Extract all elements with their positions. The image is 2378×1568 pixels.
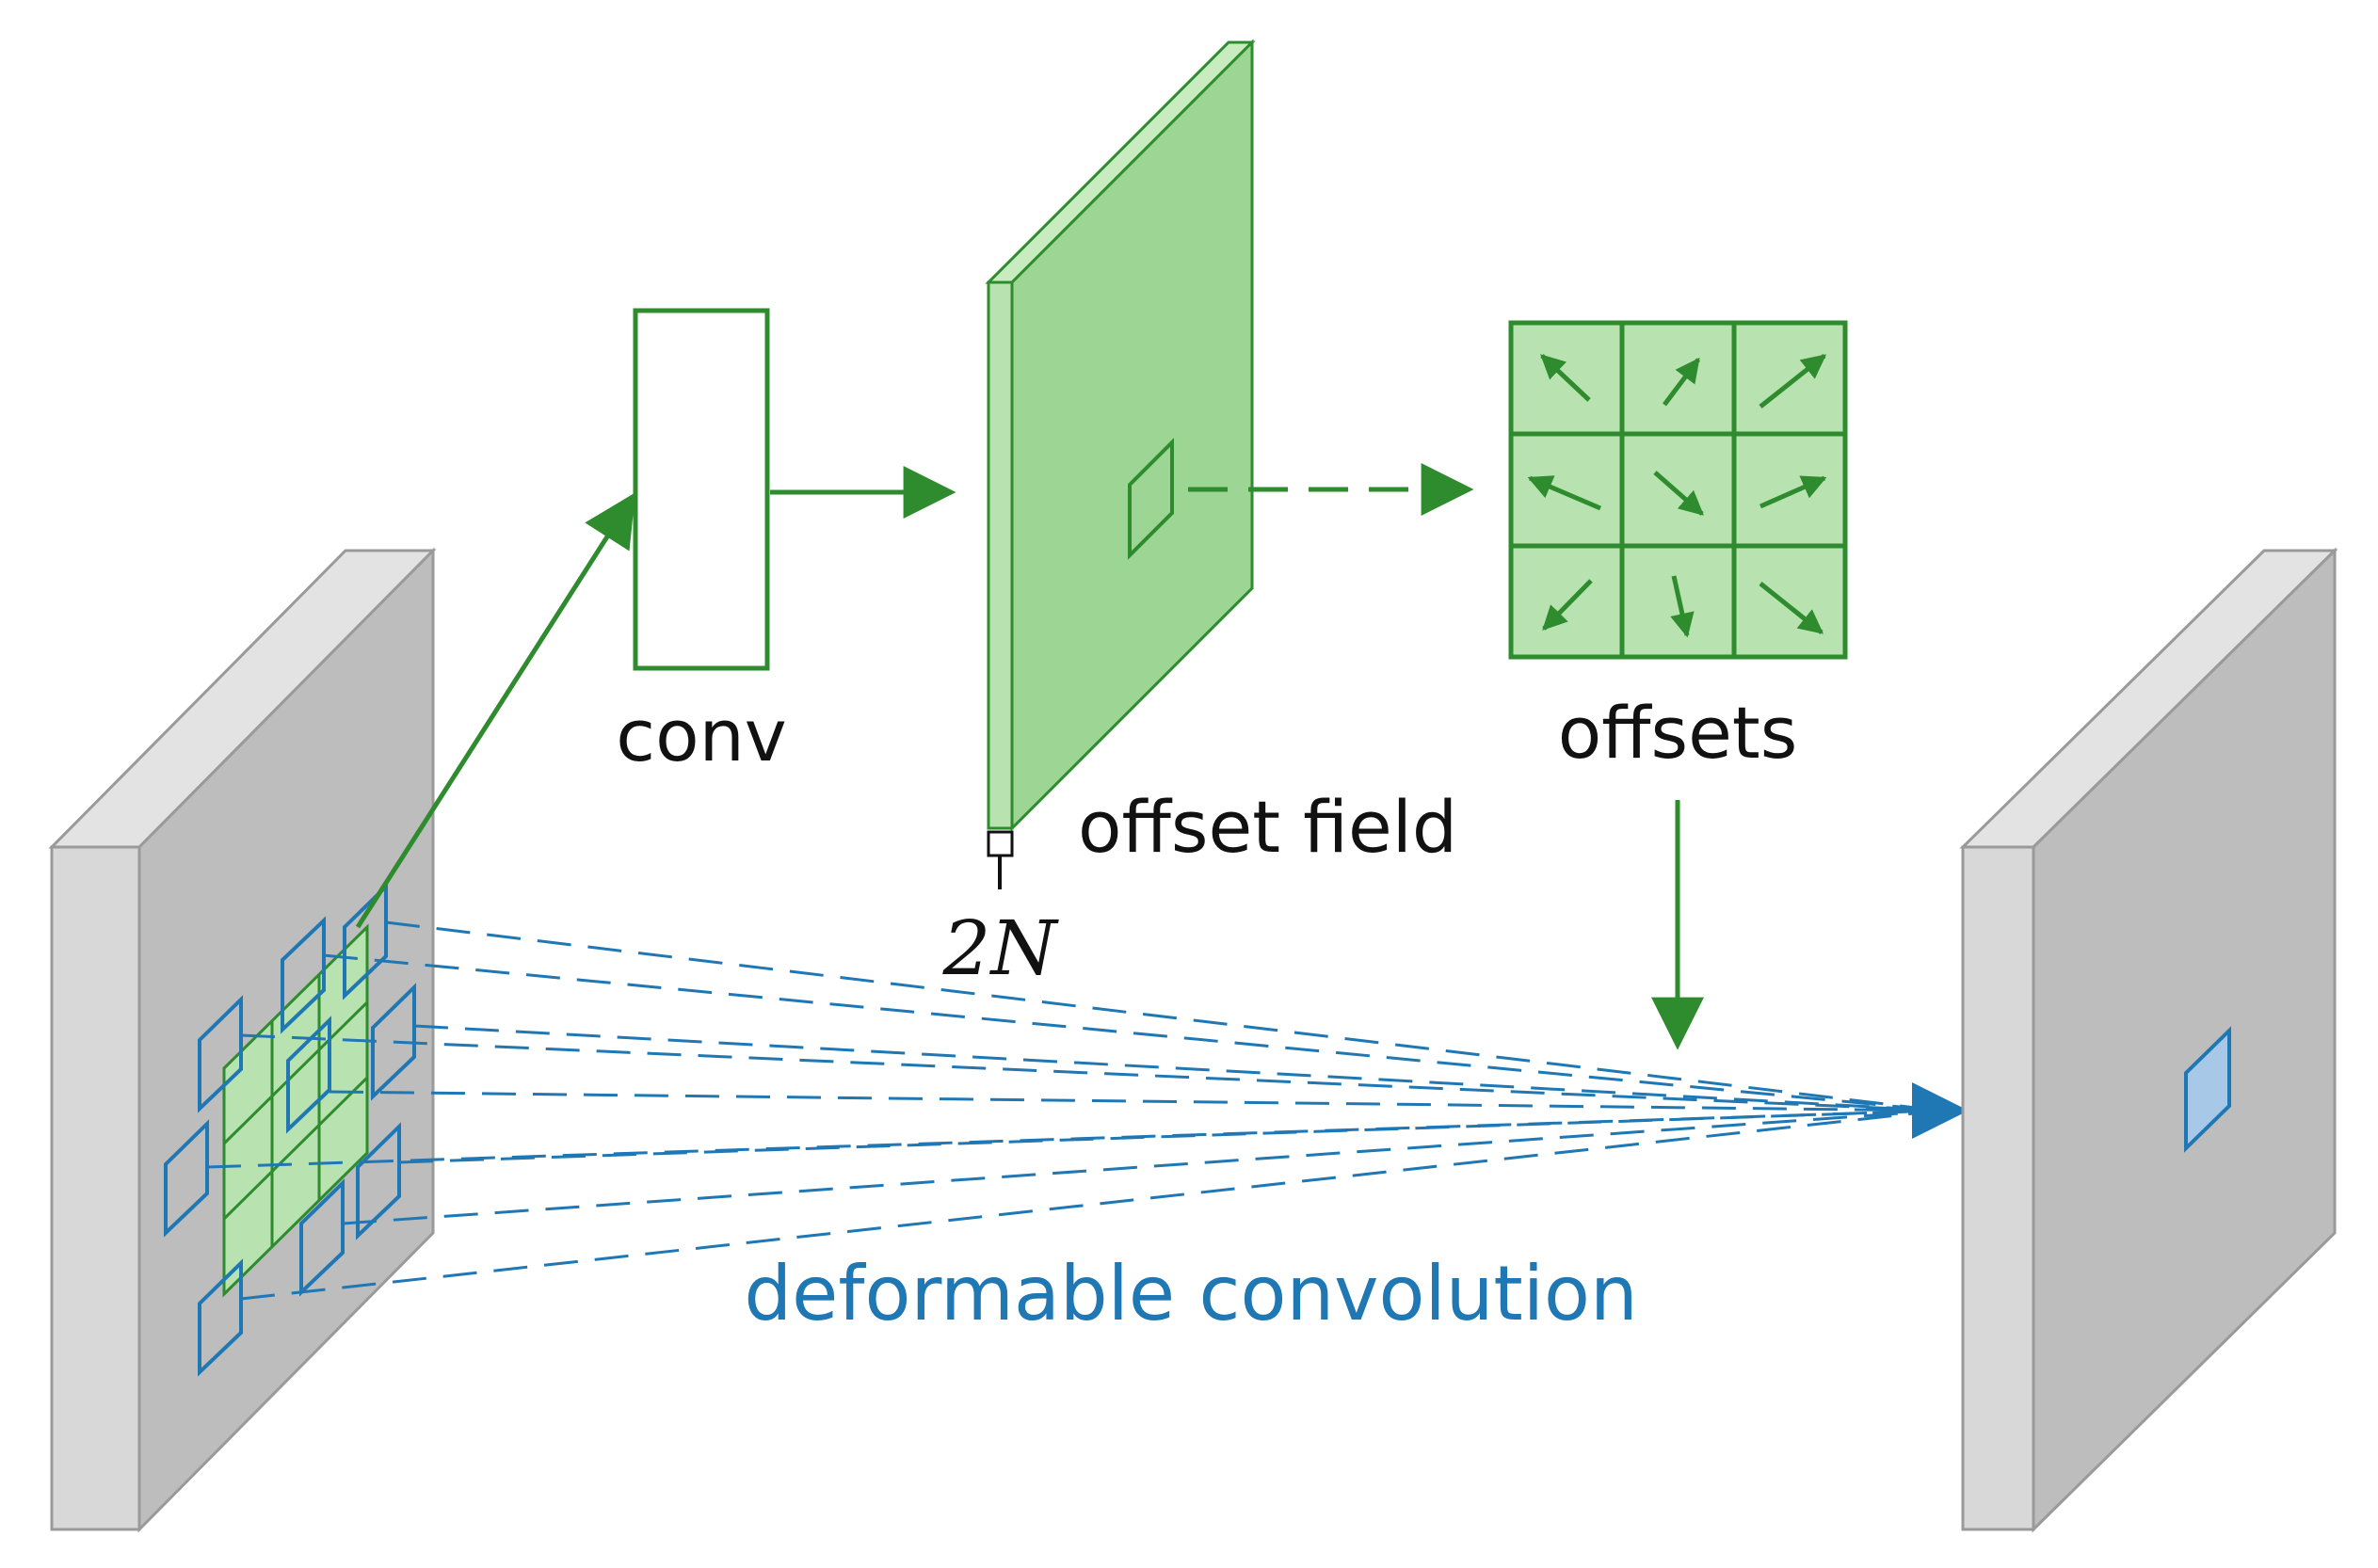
arrow-down-left-icon <box>1542 579 1593 631</box>
arrow-down-icon <box>1670 575 1695 638</box>
output-feature-map <box>1959 547 2338 1533</box>
conv-label: conv <box>616 694 786 777</box>
arrow-right-icon <box>1759 475 1827 509</box>
conv-block <box>633 308 770 671</box>
offset-field <box>985 39 1256 832</box>
deformable-convolution-label: deformable convolution <box>744 1250 1637 1337</box>
arrow-up-right-icon <box>1759 354 1827 408</box>
channels-label: 2N <box>942 904 1060 992</box>
arrow-down-right-icon <box>1653 471 1704 516</box>
offset-field-location <box>1128 438 1174 560</box>
arrow-up-left-icon <box>1540 354 1591 402</box>
arrow-up-right-icon <box>1663 357 1700 407</box>
offset-field-label: offset field <box>1078 785 1457 869</box>
channel-marker <box>987 830 1014 889</box>
arrow-down-right-icon <box>1759 582 1824 634</box>
arrow-left-icon <box>1527 475 1601 511</box>
offsets-label: offsets <box>1558 691 1798 775</box>
deformable-projection-lines <box>206 920 1940 1301</box>
offset-vectors <box>1527 354 1827 638</box>
output-location <box>2184 1026 2231 1153</box>
input-to-conv-arrow <box>355 492 636 929</box>
deformed-sampling-points <box>164 882 416 1377</box>
